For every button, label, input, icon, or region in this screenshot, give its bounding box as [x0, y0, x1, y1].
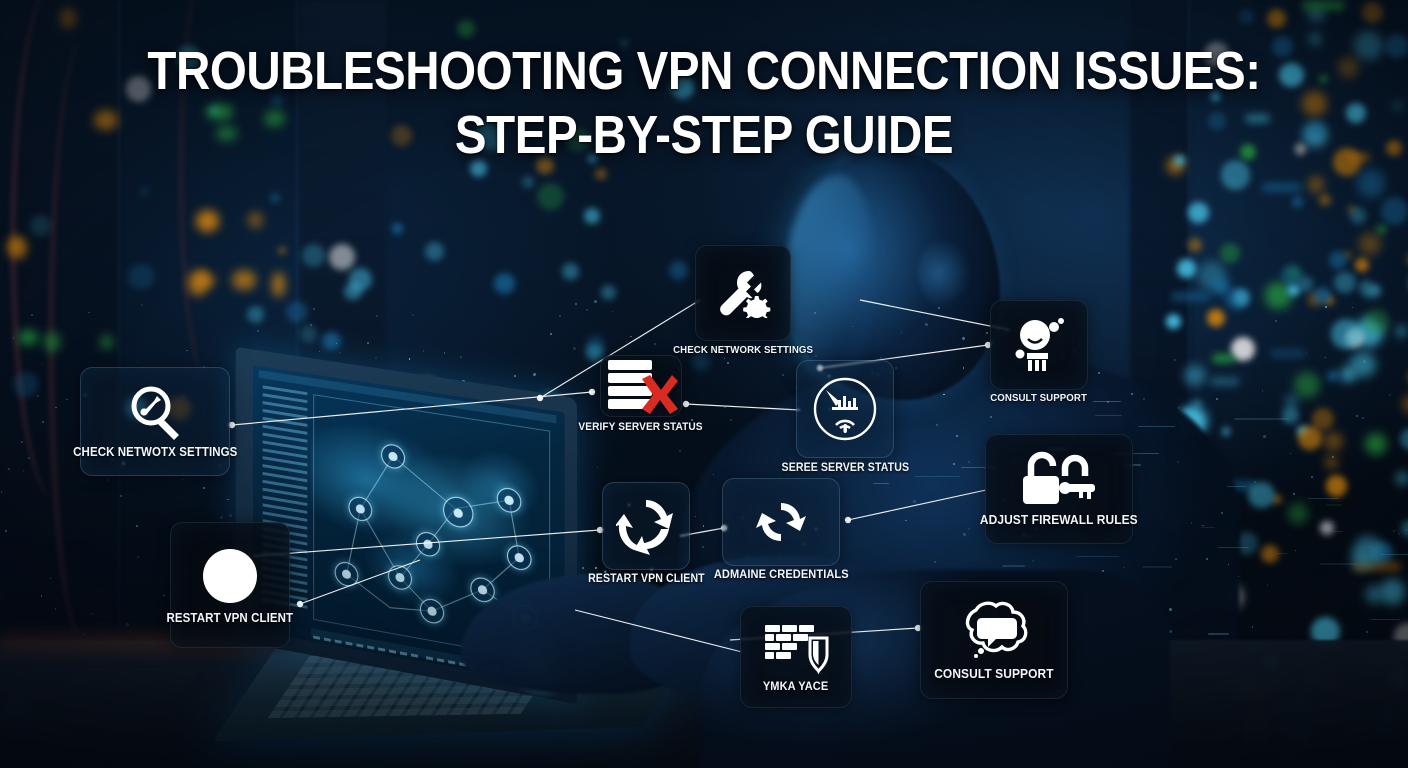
card-restart-vpn-client-left[interactable]: RESTART VPN CLIENT	[167, 522, 293, 648]
card-label: RESTART VPN CLIENT	[166, 610, 294, 625]
card-check-network-settings-top[interactable]: CHECK NETWORK SETTINGS	[673, 245, 813, 356]
card-label: YMKA YACE	[763, 678, 829, 693]
card-consult-support[interactable]: CONSULT SUPPORT	[920, 581, 1068, 699]
globe-icon	[199, 545, 261, 607]
support-agent-icon	[1010, 317, 1068, 373]
card-verify-server-status[interactable]: VERIFY SERVER STATUS	[579, 355, 703, 433]
card-consult-support-top-right[interactable]: CONSULT SUPPORT	[990, 300, 1088, 404]
card-label: CONSULT SUPPORT	[934, 666, 1054, 681]
magnifier-wrench-icon	[124, 383, 186, 441]
card-adjust-firewall-rules[interactable]: ADJUST FIREWALL RULES	[980, 434, 1138, 544]
card-check-network-settings-left[interactable]: CHECK NETWOTX SETTINGS	[73, 367, 237, 476]
sync-arrows-icon	[753, 497, 809, 547]
card-label: CHECK NETWOTX SETTINGS	[72, 445, 238, 459]
wrench-gear-icon	[715, 268, 771, 318]
chat-bubble-icon	[956, 598, 1032, 662]
card-restart-vpn-client-center[interactable]: RESTART VPN CLIENT	[588, 482, 704, 585]
card-label: CHECK NETWORK SETTINGS	[673, 344, 813, 356]
signal-scan-icon	[812, 376, 878, 442]
card-firewall-shield[interactable]: YMKA YACE	[740, 606, 852, 708]
card-label: VERIFY SERVER STATUS	[578, 421, 704, 433]
card-label: ADJUST FIREWALL RULES	[980, 512, 1138, 527]
brickwall-shield-icon	[763, 621, 829, 675]
server-error-icon	[604, 357, 678, 415]
card-label: ADMAINE CREDENTIALS	[713, 567, 849, 581]
card-admaine-credentials[interactable]: ADMAINE CREDENTIALS	[714, 478, 848, 581]
card-sereg-server-status[interactable]: SEREE SERVER STATUS	[781, 360, 909, 474]
card-label: SEREE SERVER STATUS	[781, 462, 909, 474]
network-cable	[48, 40, 118, 640]
card-label: RESTART VPN CLIENT	[587, 573, 705, 585]
padlock-key-icon	[1017, 450, 1101, 508]
card-label: CONSULT SUPPORT	[990, 392, 1088, 404]
refresh-cycle-icon	[616, 496, 676, 556]
